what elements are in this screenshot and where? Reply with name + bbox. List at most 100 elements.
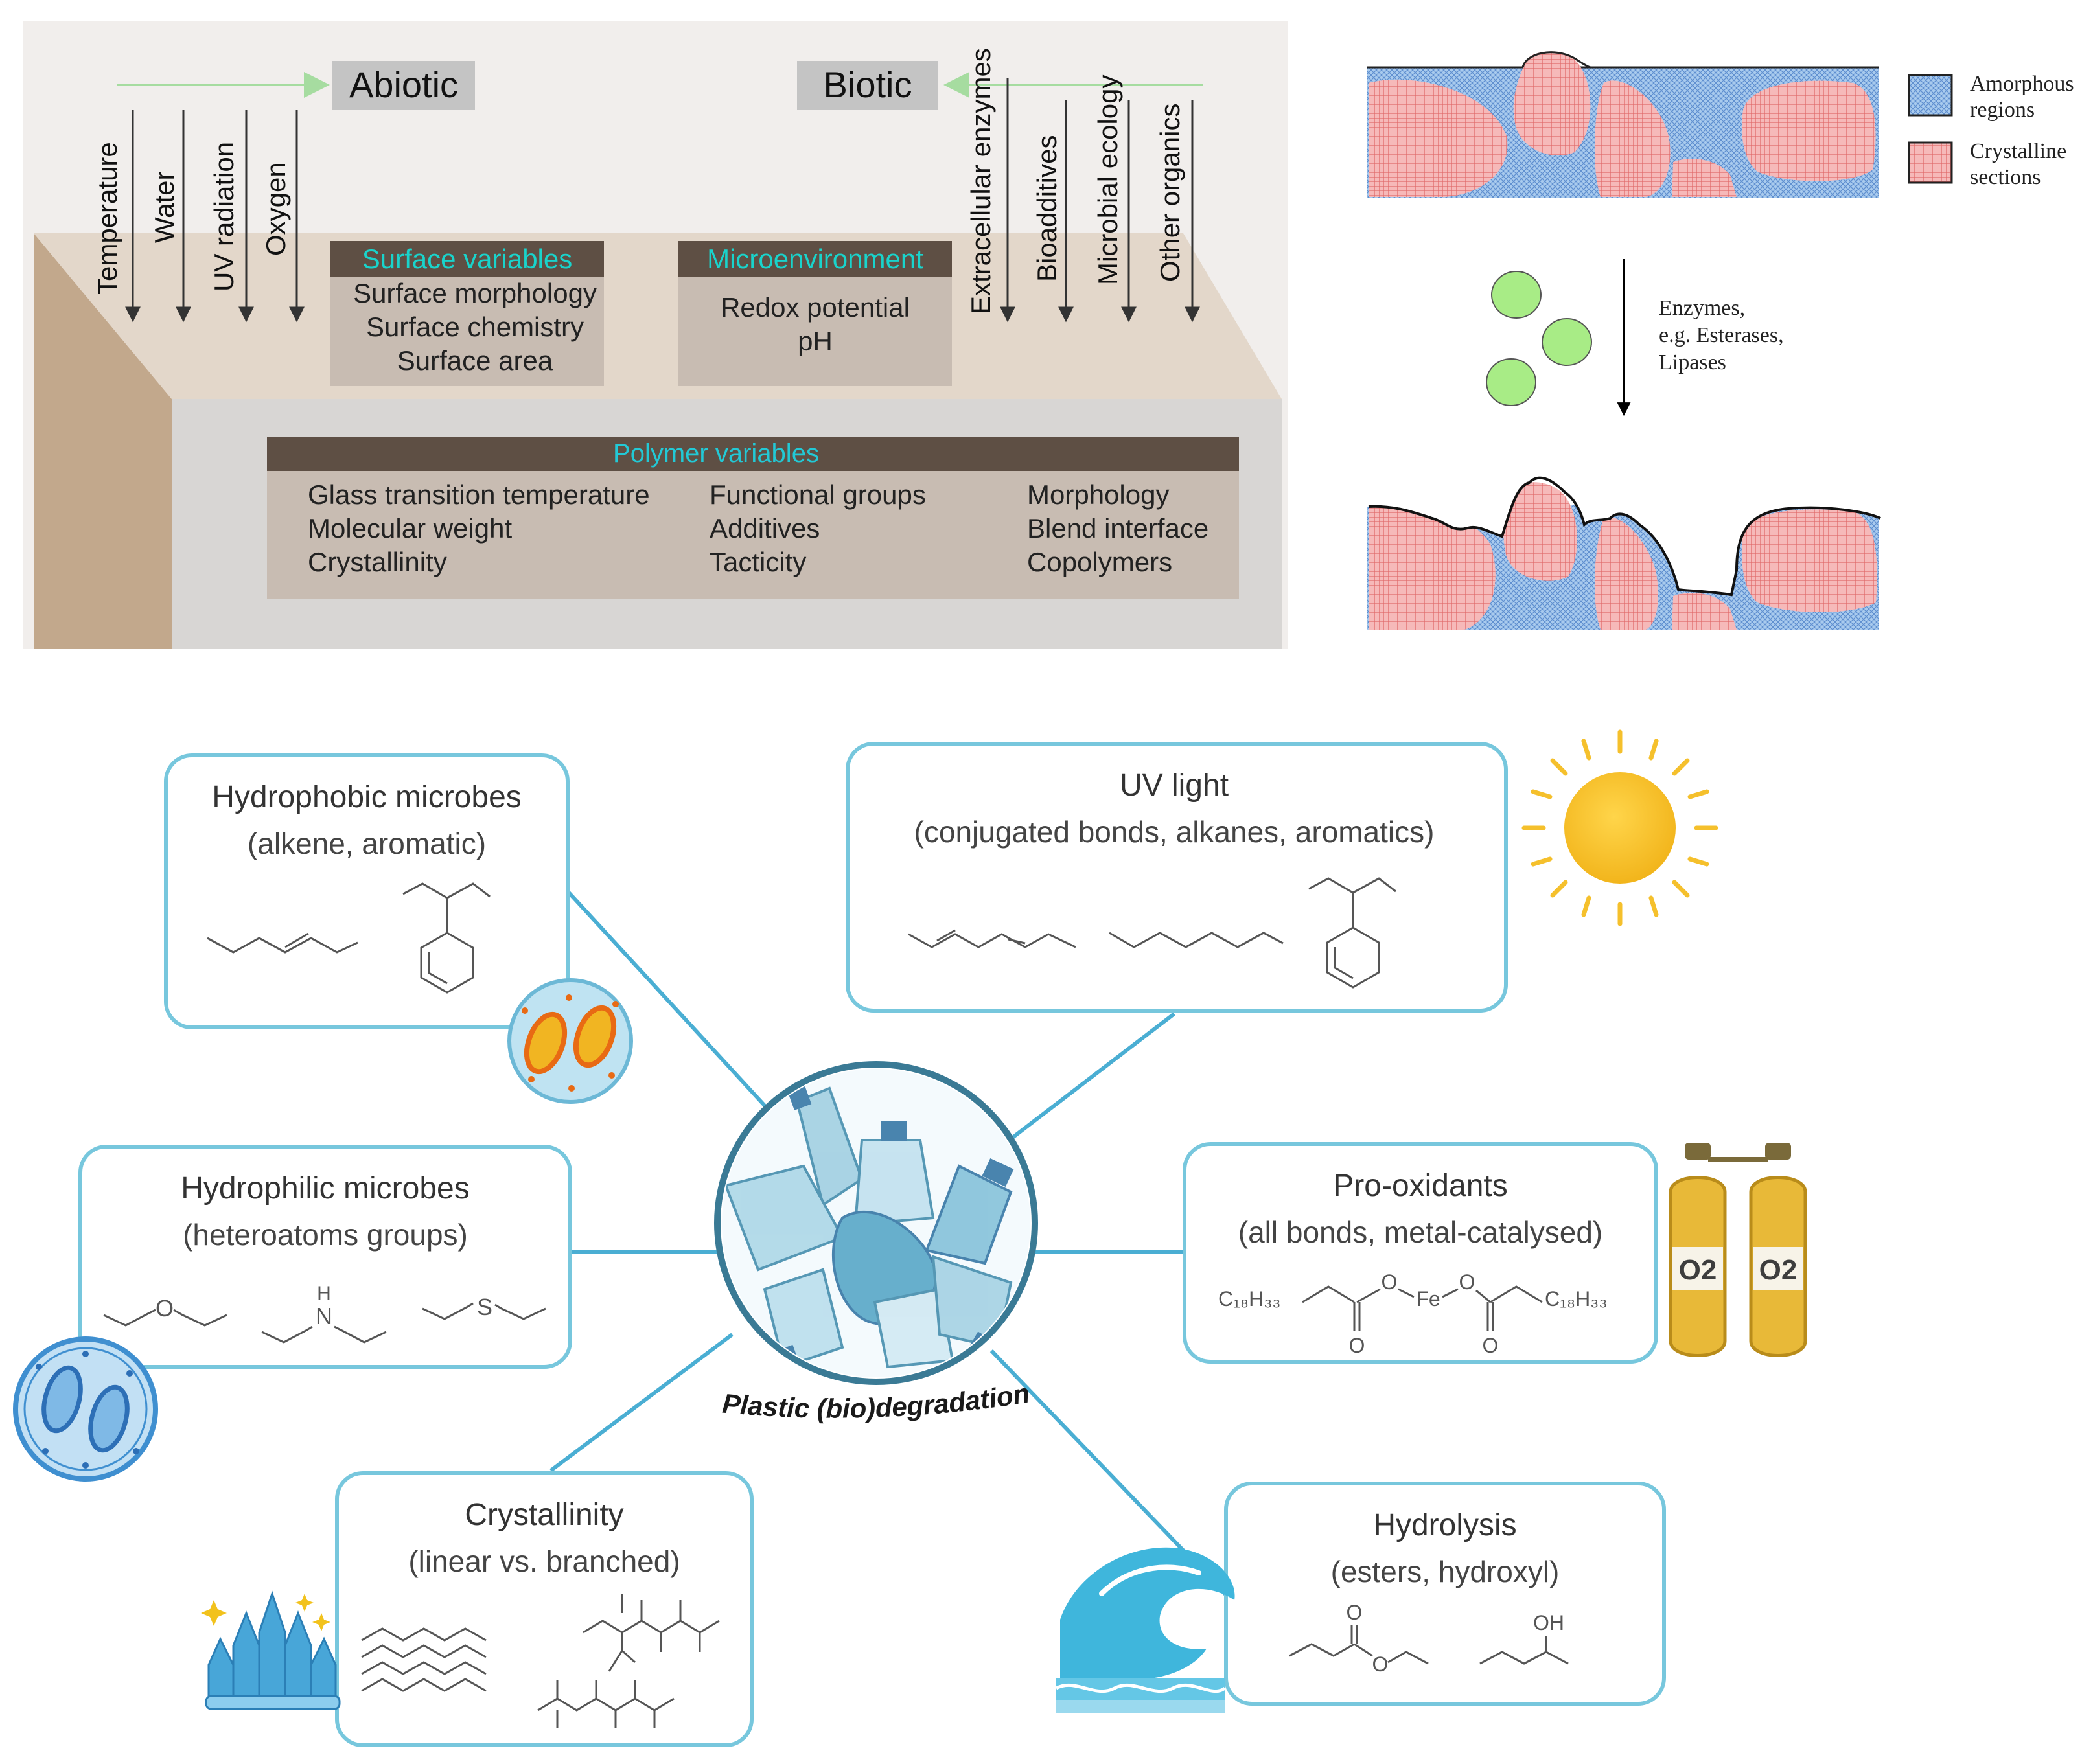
atom-label: O (1372, 1653, 1389, 1676)
polymer-variable-item: Functional groups (710, 479, 926, 510)
crystal-icon (201, 1590, 341, 1710)
atom-label: O (1483, 1334, 1499, 1357)
panel-c: Plastic (bio)degradation Hydrophobic mic… (13, 729, 1807, 1747)
conjugated-structure (908, 929, 1076, 948)
factor-extracellular-enzymes: Extracellular enzymes (966, 48, 996, 314)
factor-oxygen: Oxygen (260, 162, 291, 256)
panel-a: Abiotic Biotic Temperature Water UV radi… (23, 21, 1288, 649)
atom-label: S (477, 1294, 492, 1320)
connector-line (1010, 1012, 1175, 1141)
chem-label: C₁₈H₃₃ (1218, 1287, 1280, 1311)
biotic-factors: Extracellular enzymes Bioadditives Micro… (966, 48, 1200, 323)
branched-chains-structure (537, 1594, 720, 1728)
polymer-after-enzymes (1366, 453, 1881, 630)
enzyme-particle (1491, 271, 1542, 319)
crystalline-region (1741, 509, 1877, 612)
crystalline-region (1369, 504, 1496, 630)
panel-b: Amorphous regions Crystalline sections E… (1366, 51, 2074, 630)
polymer-before-enzymes (1367, 51, 1879, 198)
box-title: Hydrophobic microbes (212, 780, 522, 814)
crystalline-region (1672, 159, 1737, 197)
o2-label: O2 (1759, 1254, 1798, 1286)
legend: Amorphous regions Crystalline sections (1908, 72, 2074, 189)
eroded-surface-outline (1368, 476, 1881, 597)
bacteria-icon (507, 978, 633, 1104)
polymer-variable-item: Blend interface (1027, 513, 1208, 544)
factor-water: Water (149, 172, 179, 243)
pro-oxidants-box: Pro-oxidants (all bonds, metal-catalysed… (1183, 1142, 1658, 1364)
thioether-structure: S (422, 1294, 546, 1320)
enzyme-label: Enzymes, (1659, 296, 1745, 320)
center-plastic-circle: Plastic (bio)degradation (714, 1061, 1038, 1424)
ester-structure: O O (1289, 1601, 1429, 1676)
polymer-variable-item: Molecular weight (308, 513, 512, 544)
connector-line (567, 891, 770, 1111)
metal-carboxylate-structure: C₁₈H₃₃ O O Fe O O C₁₈H₃₃ (1218, 1270, 1607, 1357)
abiotic-factors: Temperature Water UV radiation Oxygen (92, 110, 305, 323)
surface-variables-box: Surface variables Surface morphology Sur… (330, 241, 604, 386)
box-subtitle: (linear vs. branched) (408, 1544, 680, 1578)
atom-label: Fe (1416, 1287, 1440, 1311)
aromatic-structure (402, 882, 491, 994)
crystalline-region (1369, 79, 1508, 198)
factor-other-organics: Other organics (1155, 104, 1185, 282)
legend-swatch-amorphous (1908, 74, 1953, 117)
biotic-label-box (797, 61, 938, 110)
abiotic-label-box (332, 61, 475, 110)
atom-label: O (1349, 1334, 1365, 1357)
crystalline-region (1741, 80, 1876, 181)
legend-label: Crystalline (1970, 139, 2066, 163)
atom-label: OH (1533, 1611, 1564, 1634)
crystalline-region (1594, 80, 1671, 197)
atom-label: N (316, 1303, 332, 1329)
factor-microbial-ecology: Microbial ecology (1093, 75, 1123, 285)
microenvironment-item: Redox potential (721, 292, 910, 323)
surface-variable-item: Surface chemistry (366, 312, 584, 342)
atom-label: O (1347, 1601, 1363, 1624)
polymer-variable-item: Glass transition temperature (308, 479, 650, 510)
box-subtitle: (heteroatoms groups) (183, 1218, 468, 1252)
amine-structure: H N (261, 1283, 387, 1344)
enzyme-label: e.g. Esterases, (1659, 323, 1784, 347)
crystalline-region (1594, 517, 1659, 630)
box-title: Crystallinity (465, 1498, 623, 1532)
oxygen-tank: O2 (1749, 1176, 1807, 1357)
hydrophilic-microbes-box: Hydrophilic microbes (heteroatoms groups… (78, 1145, 572, 1369)
ether-structure: O (103, 1295, 227, 1327)
polymer-variable-item: Tacticity (710, 547, 806, 577)
crystallinity-box: Crystallinity (linear vs. branched) (335, 1471, 754, 1747)
abiotic-label: Abiotic (349, 64, 458, 105)
enzyme-particle (1542, 318, 1592, 366)
block-side-face (34, 233, 172, 649)
atom-label: O (1382, 1270, 1398, 1294)
box-subtitle: (conjugated bonds, alkanes, aromatics) (914, 815, 1435, 849)
polymer-variable-item: Morphology (1027, 479, 1169, 510)
box-subtitle: (all bonds, metal-catalysed) (1238, 1215, 1602, 1249)
oxygen-tanks-icon: O2 O2 (1669, 1143, 1807, 1357)
polymer-variable-item: Copolymers (1027, 547, 1172, 577)
legend-label: sections (1970, 165, 2041, 189)
box-subtitle: (alkene, aromatic) (248, 827, 486, 860)
uv-light-box: UV light (conjugated bonds, alkanes, aro… (846, 742, 1508, 1013)
hydroxyl-structure: OH (1479, 1611, 1569, 1665)
surface-variable-item: Surface area (397, 345, 553, 376)
alkene-structure (207, 932, 358, 954)
aromatic-structure (1308, 877, 1396, 989)
microenvironment-item: pH (798, 326, 833, 356)
polymer-variable-item: Additives (710, 513, 820, 544)
sun-icon (1521, 729, 1718, 926)
microenvironment-title-bar (678, 241, 952, 277)
enzyme-label: Lipases (1659, 350, 1726, 374)
surface-variables-title-bar (330, 241, 604, 277)
bacteria-icon (13, 1336, 158, 1482)
polymer-variables-title-bar (267, 437, 1239, 471)
box-title: UV light (1120, 768, 1229, 803)
oxygen-tank: O2 (1669, 1176, 1727, 1357)
wave-icon (1055, 1547, 1235, 1713)
box-title: Hydrolysis (1373, 1508, 1516, 1542)
biotic-label: Biotic (824, 64, 912, 105)
enzymes: Enzymes, e.g. Esterases, Lipases (1486, 259, 1784, 417)
box-title: Hydrophilic microbes (181, 1171, 469, 1206)
legend-label: regions (1970, 98, 2035, 122)
